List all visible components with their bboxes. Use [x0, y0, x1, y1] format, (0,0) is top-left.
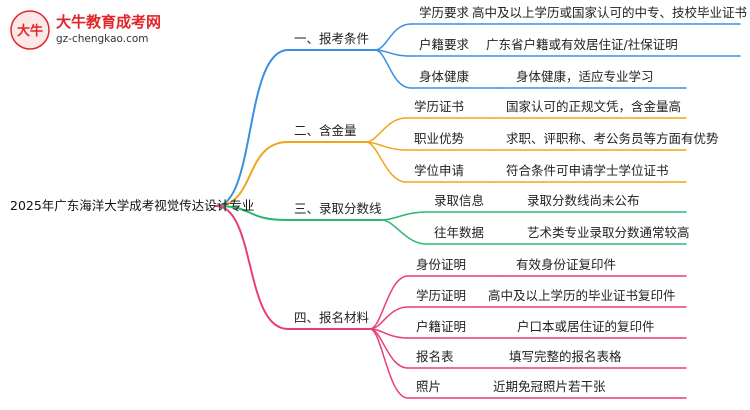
detail-label: 求职、评职称、考公务员等方面有优势 [506, 131, 719, 146]
item-label: 往年数据 [434, 225, 485, 240]
site-logo: 大牛 大牛教育成考网 gz-chengkao.com [8, 8, 178, 52]
item-label: 学历要求 [419, 5, 470, 20]
item-label: 身份证明 [416, 257, 467, 272]
item-label: 职业优势 [414, 131, 465, 146]
detail-label: 录取分数线尚未公布 [527, 193, 640, 208]
item-connector [381, 219, 427, 245]
item-label: 学历证明 [416, 288, 467, 303]
item-connector [374, 23, 412, 51]
branch-connector [215, 205, 289, 221]
detail-label: 高中及以上学历的毕业证书复印件 [488, 288, 676, 303]
item-label: 录取信息 [434, 193, 485, 208]
item-connector [381, 211, 427, 221]
item-connector [365, 117, 407, 143]
detail-label: 身体健康，适应专业学习 [516, 69, 654, 84]
item-connector [369, 328, 409, 399]
item-connector [374, 49, 412, 89]
item-connector [365, 141, 407, 183]
item-label: 照片 [416, 379, 442, 394]
detail-label: 符合条件可申请学士学位证书 [506, 163, 669, 178]
item-label: 学位申请 [414, 163, 465, 178]
detail-label: 高中及以上学历或国家认可的中专、技校毕业证书 [472, 5, 748, 20]
item-label: 学历证书 [414, 99, 465, 114]
item-connector [369, 275, 409, 330]
bull-logo-icon: 大牛 [10, 10, 50, 50]
item-label: 身体健康 [419, 69, 470, 84]
branch-connector [215, 205, 289, 330]
branch-connector [215, 141, 289, 207]
detail-label: 广东省户籍或有效居住证/社保证明 [486, 37, 678, 52]
branch-connector [215, 49, 289, 207]
logo-site-url: gz-chengkao.com [56, 33, 149, 45]
detail-label: 国家认可的正规文凭，含金量高 [506, 99, 682, 114]
mindmap-root-node: 2025年广东海洋大学成考视觉传达设计专业 [10, 198, 255, 213]
detail-label: 填写完整的报名表格 [509, 349, 622, 364]
item-label: 户籍要求 [419, 37, 470, 52]
branch-label: 二、含金量 [294, 123, 357, 138]
item-label: 户籍证明 [416, 319, 467, 334]
branch-label: 一、报考条件 [294, 31, 370, 46]
logo-mark-text: 大牛 [17, 23, 43, 39]
detail-label: 有效身份证复印件 [516, 257, 617, 272]
logo-site-name: 大牛教育成考网 [56, 13, 162, 31]
detail-label: 户口本或居住证的复印件 [517, 319, 655, 334]
branch-label: 四、报名材料 [294, 310, 370, 325]
item-label: 报名表 [416, 349, 454, 364]
branch-label: 三、录取分数线 [294, 201, 382, 216]
item-connector [369, 306, 409, 330]
detail-label: 艺术类专业录取分数通常较高 [527, 225, 690, 240]
detail-label: 近期免冠照片若干张 [493, 379, 606, 394]
